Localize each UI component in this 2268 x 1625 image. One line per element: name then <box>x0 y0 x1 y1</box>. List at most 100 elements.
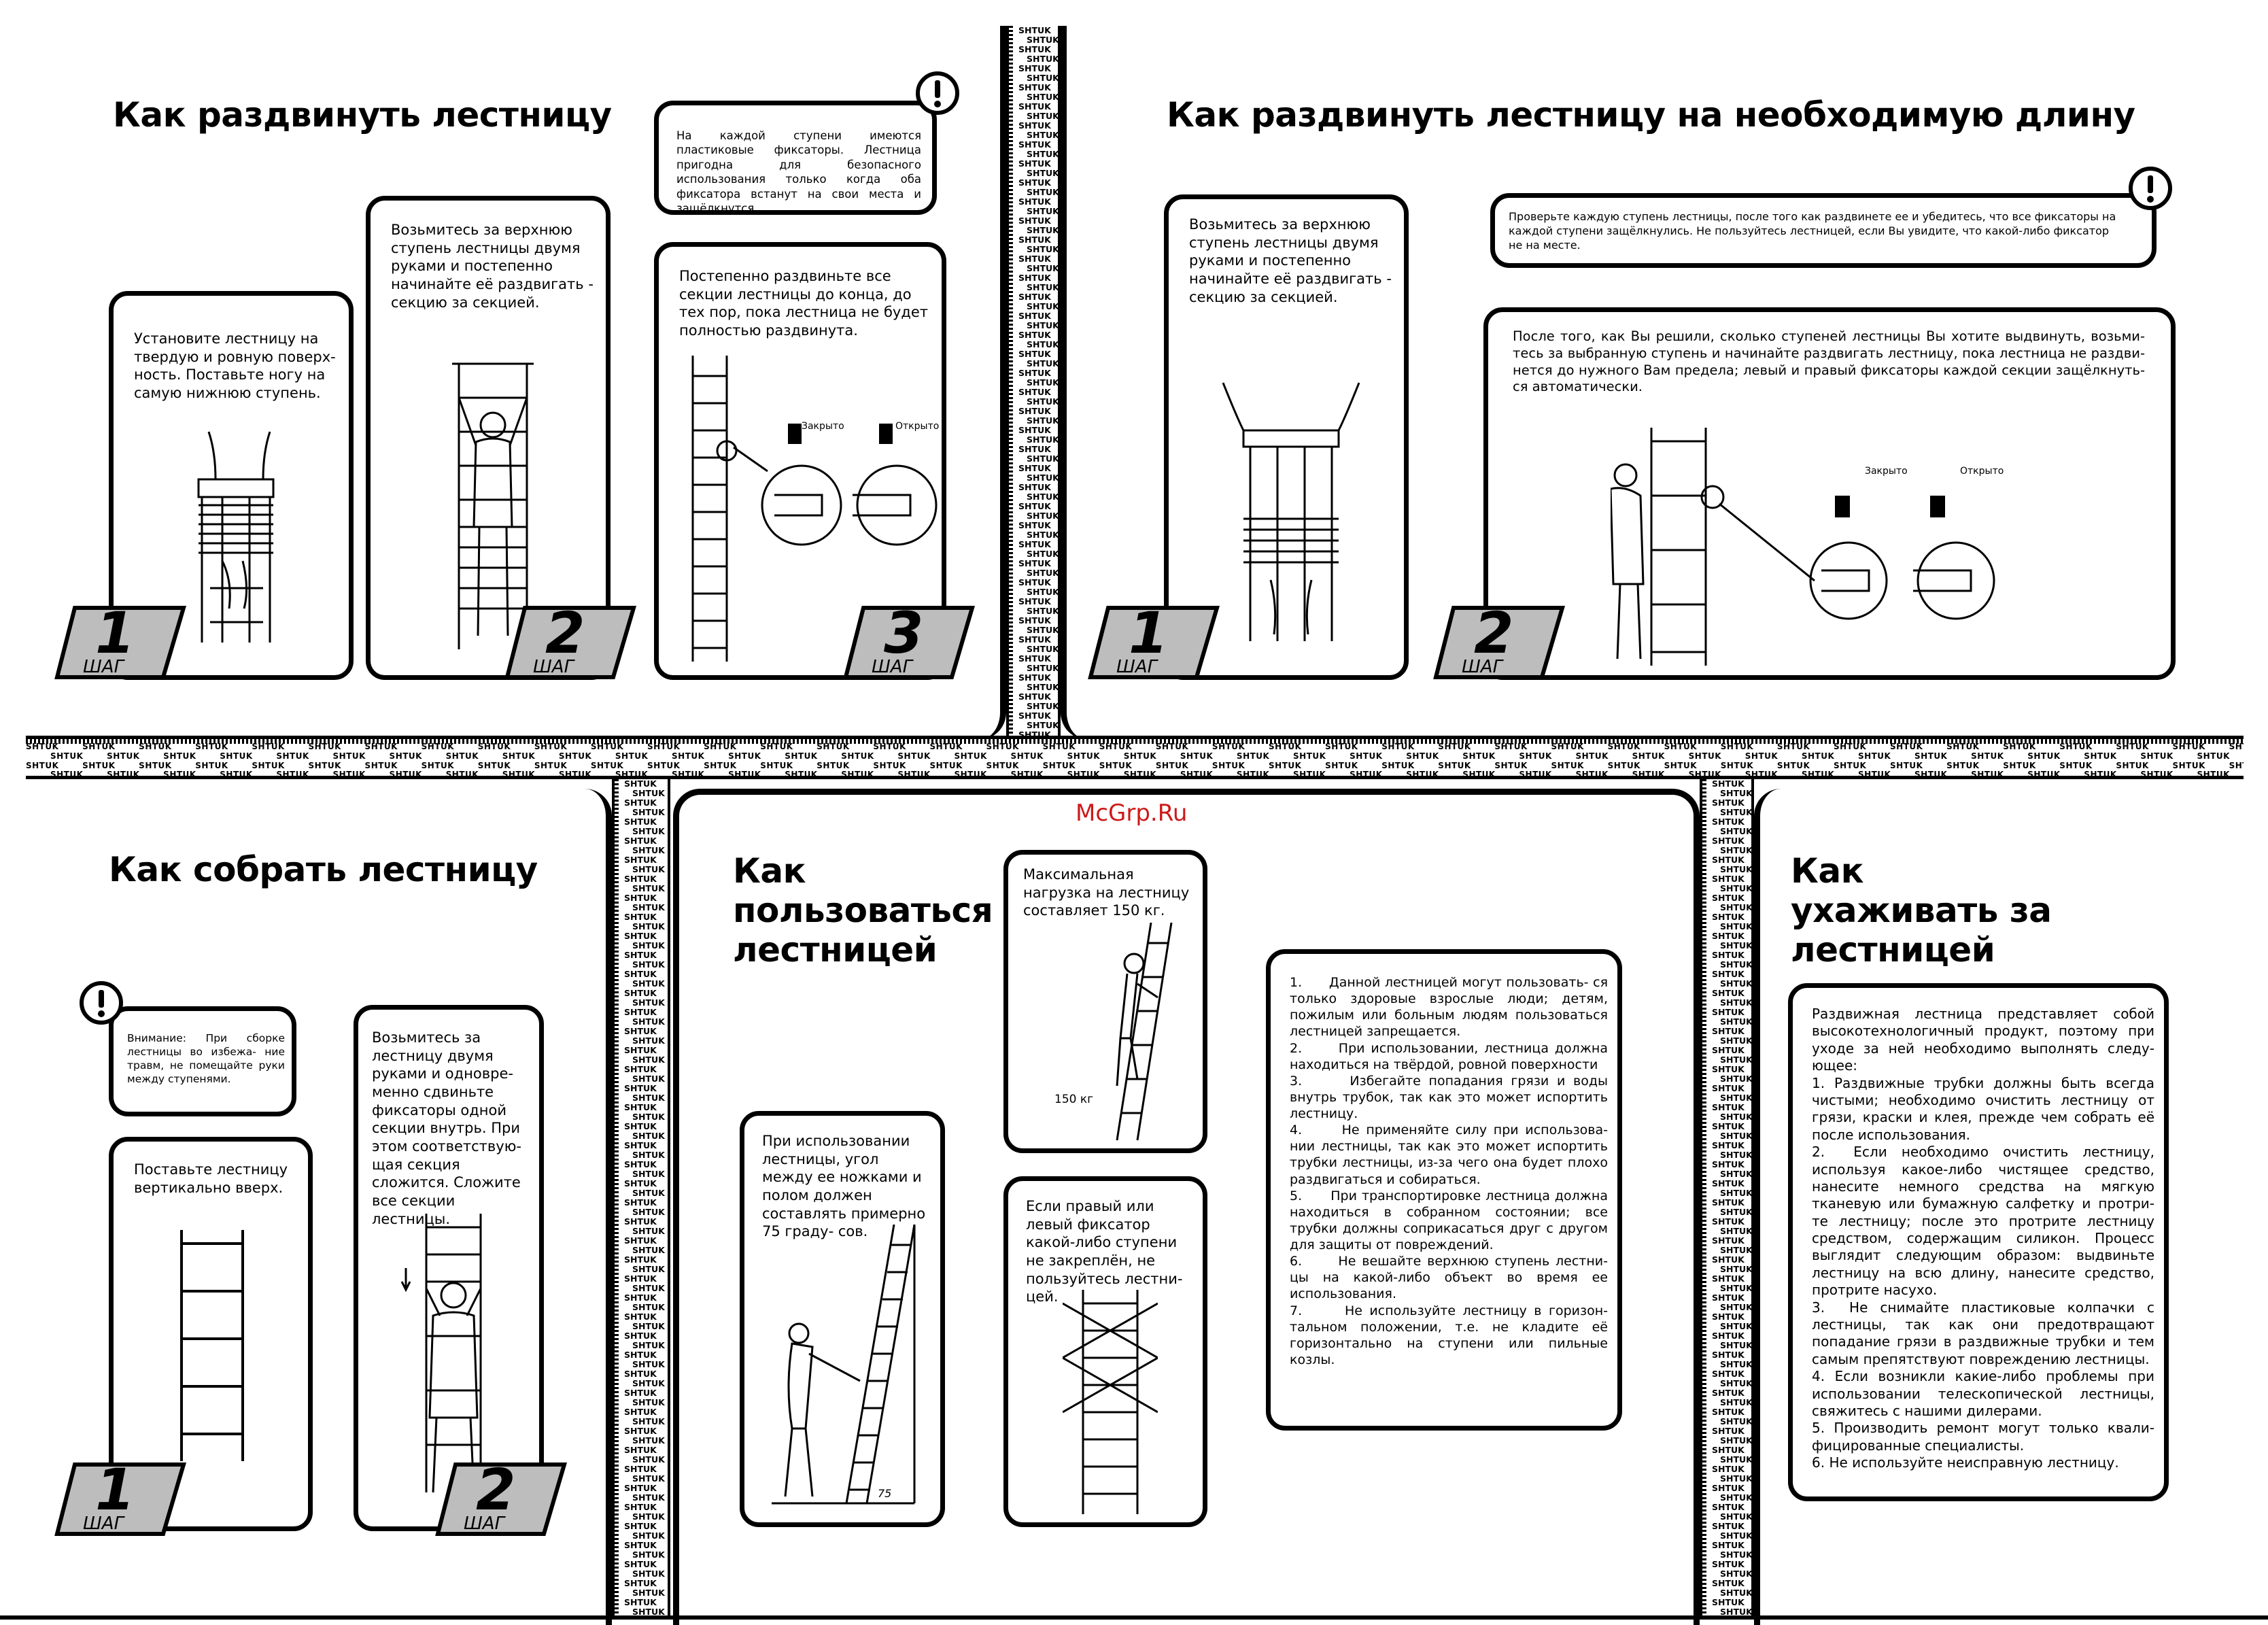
step-word: ШАГ <box>83 1513 124 1534</box>
step2-text: Возьмитесь за верхнюю ступень лестницы д… <box>391 222 594 311</box>
open-label: Открыто <box>1960 466 2004 477</box>
step-badge-2-length: 2 ШАГ <box>1433 600 1569 680</box>
warning-card: На каждой ступени имеются пластиковые фи… <box>654 101 937 215</box>
step-badge-shape <box>54 606 187 679</box>
section-title-length: Как раздвинуть лестницу на необходимую д… <box>1167 95 2135 135</box>
ladder-person-illustration <box>197 431 275 643</box>
strip-row: SHTUK SHTUK SHTUK SHTUK SHTUK SHTUK SHTU… <box>50 751 2244 761</box>
step1-text-fold: Поставьте лестницу вертикально вверх. <box>134 1161 288 1196</box>
step-number: 2 <box>1474 600 1514 666</box>
care-item: 4. Если возникли какие-либо проблемы при… <box>1812 1368 2154 1419</box>
step-badge-1-length: 1 ШАГ <box>1088 600 1224 680</box>
step-number: 2 <box>545 600 585 666</box>
step-badge-1: 1 ШАГ <box>54 600 190 680</box>
step-badge-shape <box>435 1462 568 1536</box>
step1-text: Установите лестницу на твердую и ровную … <box>134 330 336 401</box>
rule-item: 4. Не применяйте силу при использова- ни… <box>1290 1123 1608 1187</box>
rule-item: 5. При транспортировке лестница должна н… <box>1290 1188 1608 1252</box>
unlatched-ladder-illustration <box>1063 1290 1158 1514</box>
watermark: McGrp.Ru <box>1076 800 1188 827</box>
warning-text: На каждой ступени имеются пластиковые фи… <box>676 129 921 215</box>
top-right-frame <box>1061 26 2261 740</box>
load-label: 150 кг <box>1054 1093 1094 1106</box>
section-title-fold: Как собрать лестницу <box>109 850 538 889</box>
rules-card: 1. Данной лестницей могут пользовать- ся… <box>1266 949 1622 1431</box>
step-word: ШАГ <box>872 657 913 677</box>
step-number: 1 <box>95 600 135 666</box>
closed-label: Закрыто <box>1865 466 1908 477</box>
step-word: ШАГ <box>1462 657 1503 677</box>
care-card: Раздвижная лестница представляет собой в… <box>1788 983 2169 1501</box>
angle-text: При использовании лестницы, угол между е… <box>762 1133 926 1240</box>
step-number: 3 <box>884 600 924 666</box>
person-on-ladder-illustration <box>1116 923 1173 1141</box>
step2-text-fold: Возьмитесь за лестницу двумя руками и од… <box>372 1029 521 1227</box>
step3-text: Постепенно раздвиньте все секции лестниц… <box>679 268 929 339</box>
step-word: ШАГ <box>533 657 574 677</box>
step-number: 2 <box>476 1456 516 1523</box>
folding-ladder-illustration <box>400 1214 482 1493</box>
warning-card-fold: Внимание: При сборке лестницы во избежа-… <box>109 1006 296 1116</box>
horizontal-shtuk-strip: SHTUK SHTUK SHTUK SHTUK SHTUK SHTUK SHTU… <box>26 736 2244 779</box>
latch-card: Если правый или левый фиксатор какой-либ… <box>1003 1176 1207 1527</box>
latch-text: Если правый или левый фиксатор какой-либ… <box>1026 1198 1183 1305</box>
rule-item: 2. При использовании, лестница должна на… <box>1290 1040 1608 1072</box>
load-card: Максимальная нагрузка на лестницу состав… <box>1003 850 1207 1153</box>
strip-row: SHTUK SHTUK SHTUK SHTUK SHTUK SHTUK SHTU… <box>26 761 2244 770</box>
ladder-person-illustration <box>452 362 534 649</box>
angle-label: 75 <box>878 1487 892 1500</box>
load-text: Максимальная нагрузка на лестницу состав… <box>1023 866 1190 919</box>
step-badge-shape <box>1433 606 1566 679</box>
care-item: 6. Не используйте неисправную лестницу. <box>1812 1454 2119 1471</box>
step-badge-2-fold: 2 ШАГ <box>435 1456 571 1537</box>
care-list: Раздвижная лестница представляет собой в… <box>1812 1006 2154 1472</box>
rule-item: 1. Данной лестницей могут пользовать- ся… <box>1290 975 1608 1040</box>
step-badge-shape <box>504 606 637 679</box>
step-word: ШАГ <box>464 1513 505 1534</box>
top-left-frame-edge <box>938 26 1006 740</box>
step-badge-shape <box>1088 606 1220 679</box>
step2-card: Возьмитесь за верхнюю ступень лестницы д… <box>366 196 611 680</box>
step-word: ШАГ <box>83 657 124 677</box>
section-title-extend: Как раздвинуть лестницу <box>113 95 612 135</box>
step-number: 1 <box>95 1456 135 1523</box>
ladder-person-illustration <box>1222 382 1360 641</box>
section-title-care: Как ухаживать за лестницей <box>1791 851 2052 970</box>
step-badge-1-fold: 1 ШАГ <box>54 1456 190 1537</box>
rule-item: 7. Не используйте лестницу в горизон- та… <box>1290 1303 1608 1367</box>
step-badge-shape <box>54 1462 187 1536</box>
step-badge-shape <box>843 606 976 679</box>
warning-card-length: Проверьте каждую ступень лестницы, после… <box>1490 193 2157 268</box>
care-intro: Раздвижная лестница представляет собой в… <box>1812 1006 2154 1074</box>
warning-icon <box>916 71 959 115</box>
care-item: 5. Производить ремонт могут только квали… <box>1812 1420 2154 1454</box>
step2-card-length: После того, как Вы решили, сколько ступе… <box>1483 307 2176 680</box>
rule-item: 3. Избегайте попадания грязи и воды внут… <box>1290 1073 1608 1121</box>
warning-text-length: Проверьте каждую ступень лестницы, после… <box>1509 210 2116 252</box>
step1-card-length: Возьмитесь за верхнюю ступень лестницы д… <box>1164 194 1409 680</box>
step1-text-length: Возьмитесь за верхнюю ступень лестницы д… <box>1189 216 1392 305</box>
bottom-edge <box>0 1615 2268 1620</box>
step-badge-3: 3 ШАГ <box>843 600 979 680</box>
closed-label: Закрыто <box>802 421 844 432</box>
person-latch-illustration <box>1611 428 1995 666</box>
angled-ladder-illustration <box>772 1225 916 1505</box>
care-item: 1. Раздвижные трубки должны быть всегда … <box>1812 1074 2154 1143</box>
care-item: 3. Не снимайте пластиковые колпачки с ле… <box>1812 1299 2154 1367</box>
bottom-right-frame-edge <box>1754 789 2268 1625</box>
step-word: ШАГ <box>1116 657 1158 677</box>
strip-row: SHTUK SHTUK SHTUK SHTUK SHTUK SHTUK SHTU… <box>50 770 2244 779</box>
rule-item: 6. Не вешайте верхнюю ступень лестни- цы… <box>1290 1254 1608 1302</box>
warning-icon <box>2129 167 2172 210</box>
angle-card: При использовании лестницы, угол между е… <box>740 1111 945 1527</box>
bottom-left-frame-edge <box>530 789 612 1625</box>
vertical-ladder-illustration <box>180 1230 244 1461</box>
rules-list: 1. Данной лестницей могут пользовать- ся… <box>1290 974 1608 1368</box>
step-number: 1 <box>1129 600 1169 666</box>
